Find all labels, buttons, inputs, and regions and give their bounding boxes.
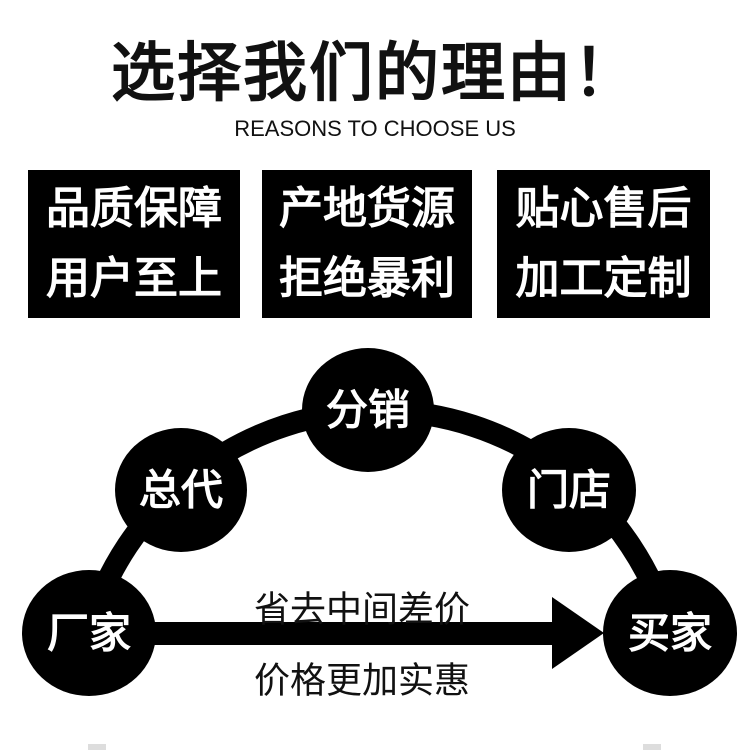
node-buyer: 买家	[603, 570, 737, 696]
reason-line: 拒绝暴利	[279, 253, 455, 304]
node-label: 厂家	[47, 609, 131, 658]
reason-line: 用户至上	[46, 253, 222, 304]
reason-line: 品质保障	[46, 183, 222, 234]
node-label: 分销	[326, 386, 410, 435]
decorative-mark	[643, 744, 661, 750]
node-label: 门店	[527, 466, 611, 515]
node-distribution: 分销	[302, 348, 434, 472]
decorative-mark	[88, 744, 106, 750]
reason-line: 贴心售后	[515, 183, 692, 234]
reason-line: 产地货源	[279, 183, 455, 234]
page-title: 选择我们的理由！	[111, 37, 639, 111]
reason-line: 加工定制	[515, 253, 692, 304]
reason-box-source: 产地货源 拒绝暴利	[262, 170, 472, 318]
node-factory: 厂家	[22, 570, 156, 696]
node-label: 买家	[628, 609, 712, 658]
page-subtitle: REASONS TO CHOOSE US	[234, 116, 516, 141]
direct-arrow-head	[552, 597, 604, 669]
node-general-agent: 总代	[115, 428, 247, 552]
arrow-top-caption: 省去中间差价	[254, 590, 470, 631]
reason-box-service: 贴心售后 加工定制	[497, 170, 710, 318]
node-label: 总代	[139, 466, 223, 515]
direct-arrow-shaft	[140, 622, 560, 645]
arrow-bottom-caption: 价格更加实惠	[254, 661, 470, 702]
node-store: 门店	[502, 428, 636, 552]
reason-box-quality: 品质保障 用户至上	[28, 170, 240, 318]
